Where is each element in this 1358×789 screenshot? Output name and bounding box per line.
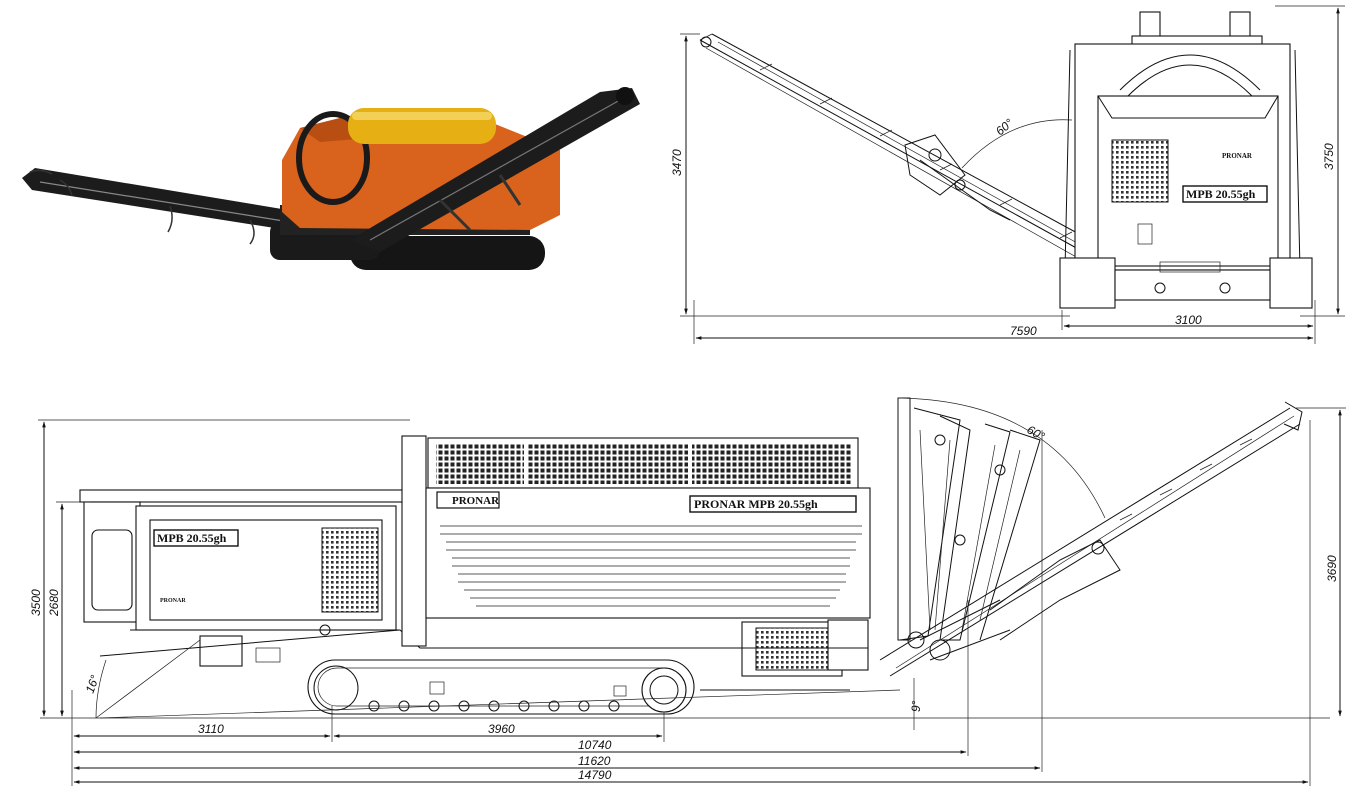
- side-dim-horizontal: [71, 420, 1311, 786]
- side-len-3960-label: 3960: [488, 722, 515, 736]
- front-width-base-label: 3100: [1175, 313, 1202, 327]
- side-top-grill-1: [436, 444, 524, 484]
- side-engine-grill: [755, 627, 829, 671]
- side-height-body-label: 2680: [47, 589, 61, 617]
- side-angle-arc-top: [897, 397, 1106, 519]
- side-top-grill-2: [528, 444, 688, 484]
- side-height-right-label: 3690: [1325, 555, 1339, 582]
- front-angle-label: 60°: [993, 116, 1016, 139]
- side-len-14790-label: 14790: [578, 768, 612, 782]
- side-len-11620-label: 11620: [578, 754, 611, 768]
- side-track: [307, 659, 695, 715]
- side-len-3110-label: 3110: [198, 722, 224, 736]
- machine-photo: [22, 87, 640, 270]
- front-grill: [1111, 139, 1169, 203]
- front-width-total-label: 7590: [1010, 324, 1037, 338]
- side-angle-left-label: 16°: [83, 673, 102, 695]
- side-left-grill: [321, 527, 379, 613]
- photo-drum-ring: [296, 111, 370, 205]
- side-extended-conveyor: [879, 401, 1303, 677]
- side-dim-vertical: [38, 407, 1346, 717]
- side-top-grill-3: [692, 444, 852, 484]
- photo-orange-body: [282, 118, 560, 230]
- side-main-body: PRONAR PRONAR MPB 20.55gh: [401, 435, 871, 691]
- side-brand-model-label: PRONAR MPB 20.55gh: [694, 497, 818, 511]
- side-folded-conveyors: [897, 397, 1041, 649]
- front-machine-body: MPB 20.55gh PRONAR: [1059, 11, 1313, 309]
- side-left-model-label: MPB 20.55gh: [157, 531, 227, 545]
- side-len-10740-label: 10740: [578, 738, 612, 752]
- front-angle-arc: [961, 119, 1073, 169]
- photo-left-conveyor: [22, 168, 300, 232]
- front-conveyor: [699, 33, 1091, 259]
- side-small-brand-label: PRONAR: [160, 598, 186, 604]
- side-height-total-label: 3500: [29, 589, 43, 616]
- front-height-left-label: 3470: [670, 149, 684, 176]
- front-model-label: MPB 20.55gh: [1186, 187, 1256, 201]
- front-height-right-label: 3750: [1322, 143, 1336, 170]
- side-angle-bottom-label: 9°: [909, 700, 923, 712]
- front-dim-lines: [680, 5, 1345, 344]
- side-view-drawing: MPB 20.55gh PRONAR: [29, 397, 1346, 786]
- photo-track: [350, 236, 545, 270]
- front-brand-label: PRONAR: [1222, 152, 1253, 160]
- side-angle-arc-left: [95, 659, 107, 719]
- front-view-drawing: 60° MPB 20.55gh PRONAR: [670, 5, 1345, 344]
- side-brand-logo: PRONAR: [452, 495, 500, 507]
